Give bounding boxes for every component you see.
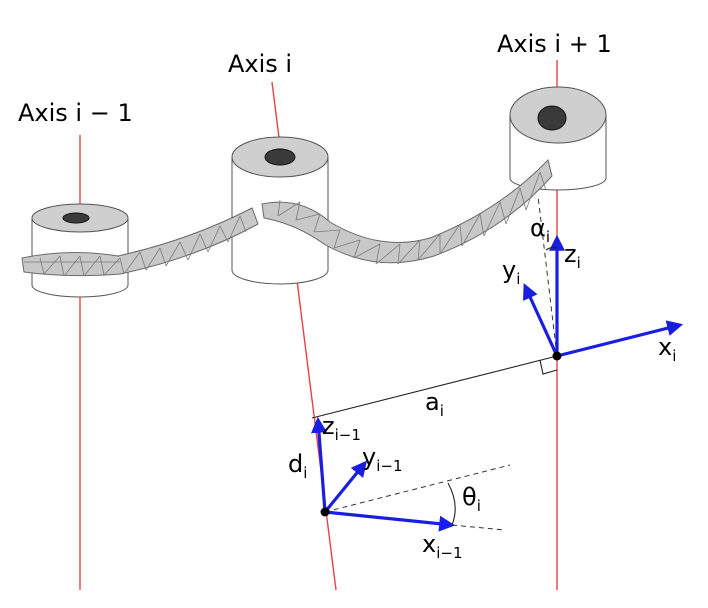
y-i-label: yi bbox=[502, 256, 520, 288]
x-i-arrow bbox=[556, 320, 684, 358]
x-prev-arrow bbox=[324, 510, 456, 532]
x-prev-label: xi−1 bbox=[422, 530, 462, 562]
theta-arc bbox=[447, 482, 456, 526]
link-current bbox=[261, 159, 553, 265]
alpha-label: αi bbox=[530, 214, 550, 246]
x-i-label: xi bbox=[658, 333, 676, 365]
x-prev-extension-line bbox=[451, 524, 506, 531]
z-i-label: zi bbox=[564, 240, 581, 272]
joint-next-cylinder bbox=[509, 86, 607, 191]
frame-i bbox=[523, 195, 684, 361]
x-i-projection-line bbox=[324, 464, 511, 513]
axis-prev-label: Axis i − 1 bbox=[18, 99, 133, 127]
z-prev-label: zi−1 bbox=[322, 412, 361, 444]
axis-current-label: Axis i bbox=[228, 50, 292, 78]
link-prev bbox=[21, 207, 259, 277]
right-angle-marker bbox=[539, 359, 558, 375]
joint-prev-cylinder bbox=[31, 203, 129, 298]
y-i-arrow bbox=[523, 283, 559, 357]
y-prev-label: yi−1 bbox=[362, 443, 402, 475]
a-label: ai bbox=[425, 388, 444, 420]
y-prev-arrow bbox=[323, 460, 368, 514]
d-label: di bbox=[288, 450, 307, 482]
frame-prev bbox=[310, 416, 511, 532]
theta-label: θi bbox=[462, 483, 481, 515]
frame-prev-origin bbox=[320, 507, 330, 517]
frame-i-origin bbox=[552, 351, 562, 361]
alpha-arc bbox=[545, 246, 558, 251]
common-normal-line bbox=[311, 355, 558, 419]
z-prev-arrow bbox=[310, 416, 327, 513]
axis-next-label: Axis i + 1 bbox=[497, 30, 612, 58]
